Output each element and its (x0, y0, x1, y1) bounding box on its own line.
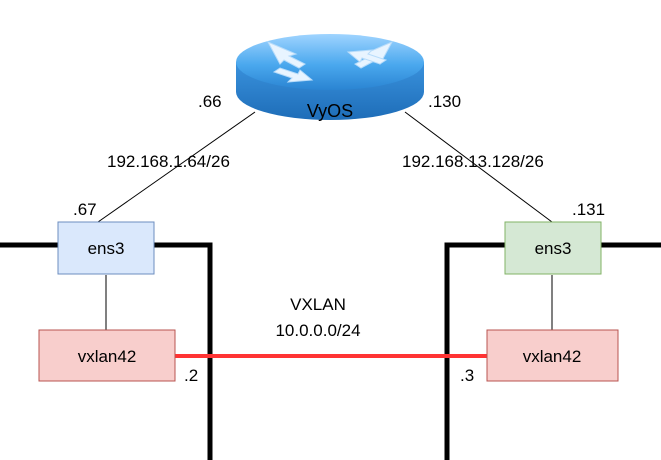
right-vxlan42-label: vxlan42 (523, 347, 582, 366)
right-router-ip: .130 (428, 92, 461, 111)
right-ens3-box (504, 221, 602, 275)
right-vxlan42-box (486, 329, 619, 382)
right-subnet-label: 192.168.13.128/26 (402, 152, 544, 171)
right-ens3-label: ens3 (535, 239, 572, 258)
right-host-ip: .131 (572, 200, 605, 219)
router-label: VyOS (307, 101, 353, 121)
left-vxlan42-label: vxlan42 (78, 347, 137, 366)
left-vxlan42-box (38, 329, 176, 382)
right-vxlan-ip: .3 (460, 366, 474, 385)
left-ens3-label: ens3 (88, 239, 125, 258)
left-ens3-box (57, 221, 155, 275)
right-uplink (404, 111, 553, 223)
tunnel-name-label: VXLAN (290, 295, 346, 314)
tunnel-subnet-label: 10.0.0.0/24 (275, 321, 360, 340)
left-router-ip: .66 (198, 92, 222, 111)
left-subnet-label: 192.168.1.64/26 (107, 152, 230, 171)
left-uplink (97, 111, 256, 223)
router-icon (236, 34, 424, 120)
left-host-ip: .67 (73, 200, 97, 219)
left-vxlan-ip: .2 (184, 366, 198, 385)
